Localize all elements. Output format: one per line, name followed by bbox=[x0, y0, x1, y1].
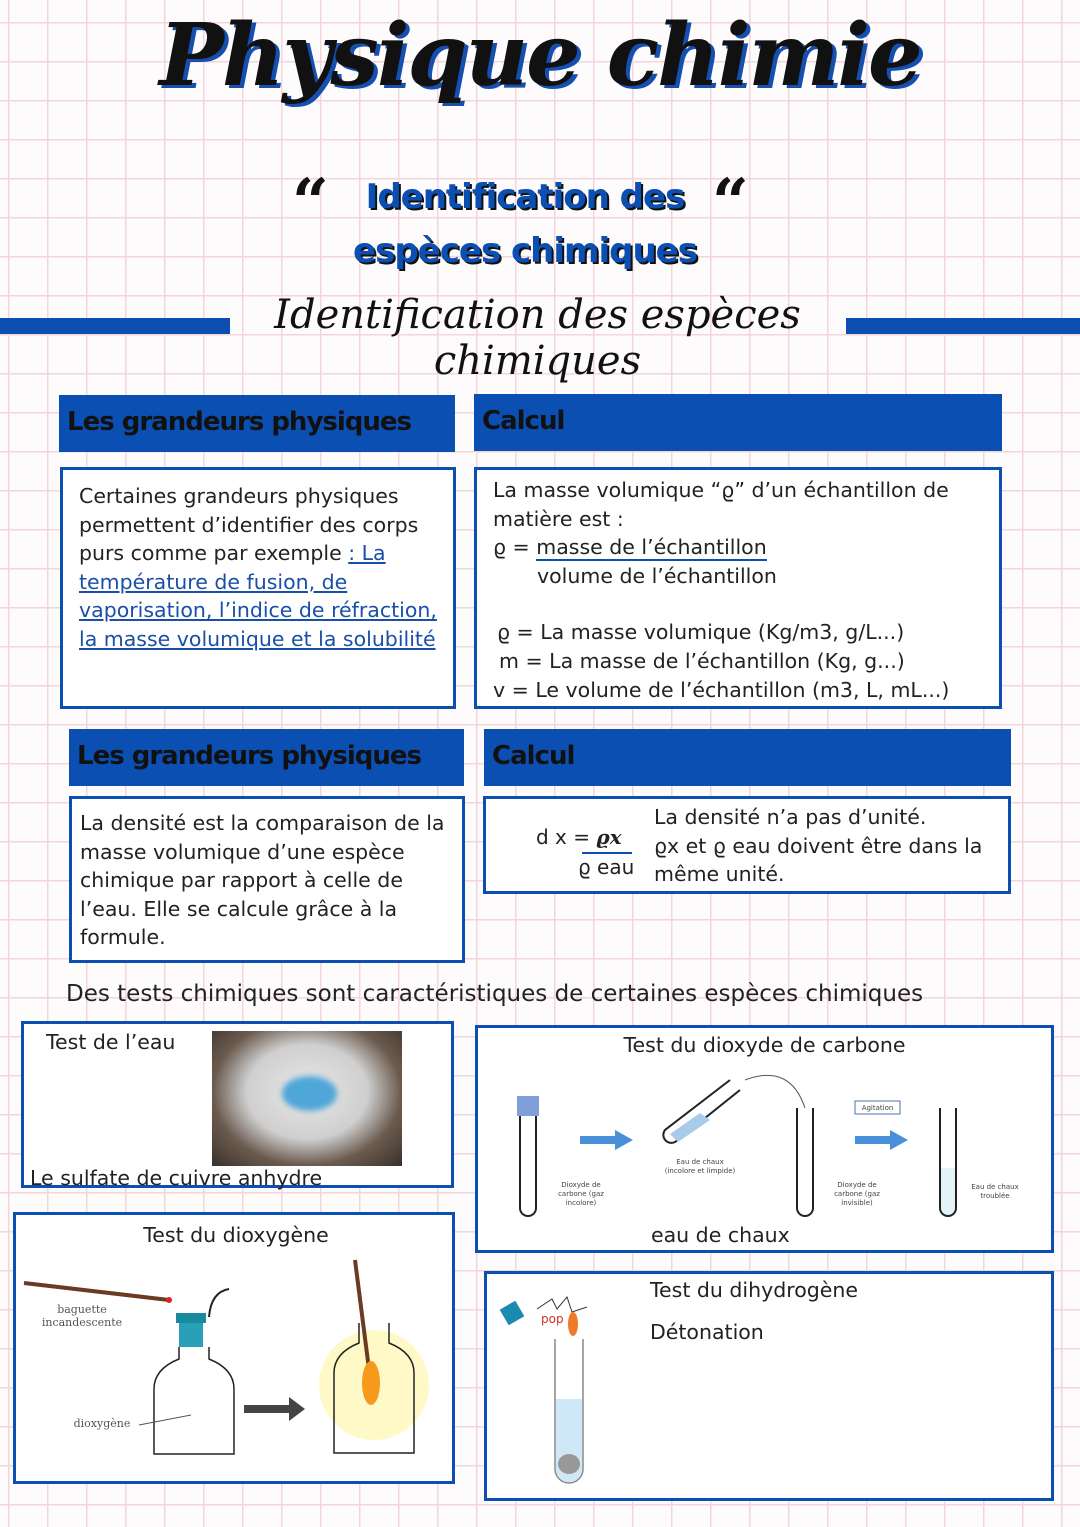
formula: d x = ϱx bbox=[536, 823, 622, 852]
intro: La masse volumique “ϱ” d’un échantillon … bbox=[493, 478, 949, 531]
divider-left bbox=[0, 318, 230, 334]
text: La densité est la comparaison de la mass… bbox=[80, 811, 445, 950]
denominator: volume de l’échantillon bbox=[537, 563, 777, 588]
h2-test-diagram: pop bbox=[499, 1295, 588, 1484]
tests-intro: Des tests chimiques sont caractéristique… bbox=[66, 981, 924, 1007]
test-title: Test du dioxyde de carbone bbox=[623, 1033, 906, 1057]
def-rho: ϱ = La masse volumique (Kg/m3, g/L...) bbox=[497, 620, 905, 645]
o2-label-dioxygen: dioxygène bbox=[73, 1417, 131, 1430]
formula-den: ϱ eau bbox=[578, 855, 635, 879]
test-title: Test du dioxygène bbox=[143, 1223, 329, 1247]
box-test-eau: Test de l’eau Le sulfate de cuivre anhyd… bbox=[21, 1021, 454, 1190]
pop-text: pop bbox=[541, 1312, 564, 1326]
examples-link[interactable]: : La température de fusion, de vaporisat… bbox=[79, 541, 437, 651]
co2-label-limewater: Eau de chaux (incolore et limpide) bbox=[664, 1158, 736, 1175]
test-caption: eau de chaux bbox=[651, 1223, 790, 1247]
box-calcul-1: La masse volumique “ϱ” d’un échantillon … bbox=[474, 467, 1002, 709]
co2-label-gas-colorless: Dioxyde de carbone (gaz incolore) bbox=[558, 1181, 604, 1207]
test-title: Test de l’eau bbox=[46, 1030, 176, 1054]
formula-left: d x = bbox=[536, 825, 597, 849]
quote-open: “ bbox=[292, 165, 329, 240]
co2-test-diagram: Dioxyde de carbone (gaz incolore) Eau de… bbox=[500, 1068, 1040, 1218]
note: La densité n’a pas d’unité. bbox=[654, 805, 927, 829]
header-grandeurs-2: Les grandeurs physiques bbox=[69, 729, 464, 786]
box-test-co2: Test du dioxyde de carbone Dioxyde de ca… bbox=[475, 1025, 1054, 1253]
box-grandeurs-1: Certaines grandeurs physiques permettent… bbox=[60, 467, 456, 709]
header-calcul-1: Calcul bbox=[474, 394, 1002, 451]
text: Certaines grandeurs physiques permettent… bbox=[79, 484, 419, 566]
header-grandeurs-1: Les grandeurs physiques bbox=[59, 395, 455, 452]
o2-diagram-drawing bbox=[23, 1259, 429, 1455]
test-result: Détonation bbox=[650, 1320, 764, 1344]
note: ϱx et ϱ eau doivent être dans la bbox=[654, 833, 983, 858]
fraction-bar bbox=[582, 852, 632, 854]
co2-label-limewater-cloudy: Eau de chaux troublée bbox=[971, 1183, 1019, 1200]
def-v: v = Le volume de l’échantillon (m3, L, m… bbox=[493, 677, 950, 702]
test-caption: Le sulfate de cuivre anhydre bbox=[30, 1166, 323, 1190]
co2-label-agitation: Agitation bbox=[861, 1104, 894, 1112]
section-title: Identification des espèces chimiques bbox=[274, 292, 801, 384]
header-calcul-2: Calcul bbox=[484, 729, 1011, 786]
box-densite: La densité est la comparaison de la mass… bbox=[69, 796, 465, 963]
divider-right bbox=[846, 318, 1080, 334]
copper-sulfate-photo bbox=[212, 1031, 402, 1166]
subtitle-line-2: espèces chimiques bbox=[353, 231, 698, 271]
formula-num: ϱx bbox=[596, 825, 622, 849]
quote-close: “ bbox=[712, 165, 749, 240]
test-title: Test du dihydrogène bbox=[650, 1278, 859, 1302]
co2-diagram-drawing bbox=[517, 1074, 957, 1217]
note: même unité. bbox=[654, 862, 785, 887]
subtitle: Identification des espèces chimiques bbox=[300, 170, 750, 278]
numerator: masse de l’échantillon bbox=[536, 535, 767, 562]
notes: La densité n’a pas d’unité. ϱx et ϱ eau d… bbox=[654, 803, 982, 889]
box-formule: d x = ϱx ϱ eau La densité n’a pas d’unit… bbox=[483, 796, 1011, 894]
page-title: Physique chimie bbox=[159, 5, 923, 106]
box-test-o2: Test du dioxygène baguette incandescente… bbox=[13, 1212, 455, 1484]
def-m: m = La masse de l’échantillon (Kg, g...) bbox=[499, 648, 905, 673]
o2-label-glowing-splint: baguette incandescente bbox=[41, 1303, 123, 1329]
rho-eq: ϱ = bbox=[493, 535, 537, 560]
box-test-h2: Test du dihydrogène Détonation pop bbox=[484, 1271, 1054, 1501]
subtitle-line-1: Identification des bbox=[365, 177, 686, 217]
o2-test-diagram: baguette incandescente dioxygène bbox=[19, 1255, 449, 1460]
co2-label-gas-invisible: Dioxyde de carbone (gaz invisible) bbox=[834, 1181, 880, 1207]
